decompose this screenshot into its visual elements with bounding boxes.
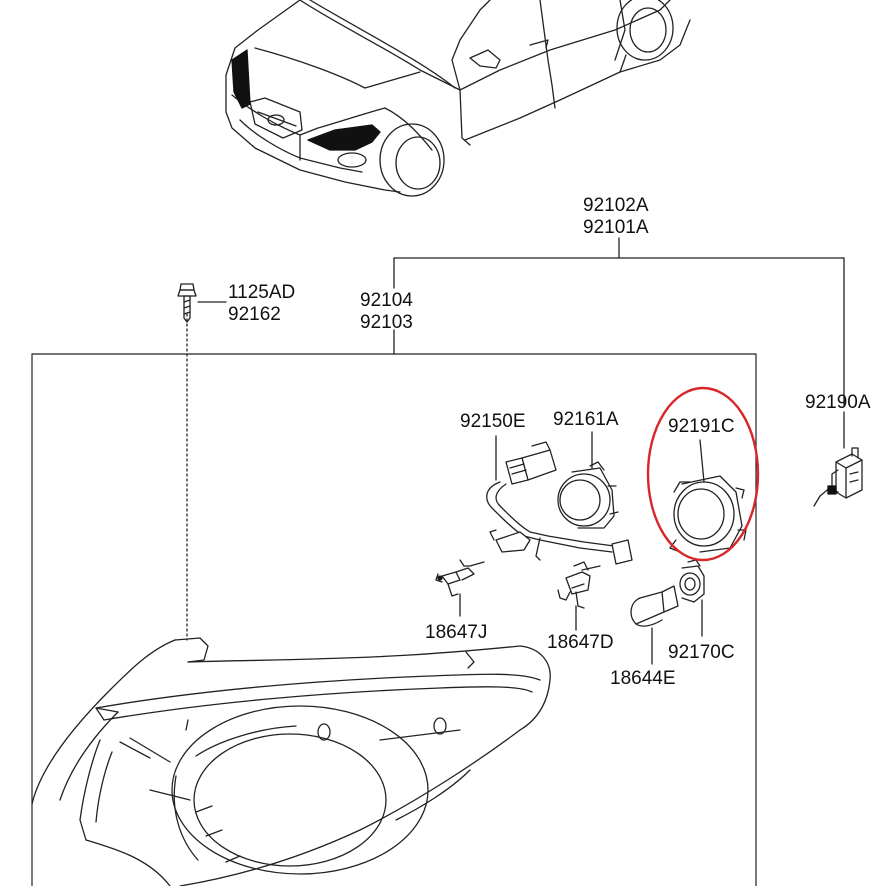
bulb-cap-icon — [557, 461, 619, 529]
housing-frame — [31, 353, 757, 887]
label-socket-cap: 92191C — [668, 416, 735, 437]
car-illustration — [225, 0, 691, 197]
bulb-h-fog-icon — [435, 559, 485, 597]
label-assembly-left: 92101A — [583, 217, 649, 238]
bulb-h-low-icon — [557, 561, 601, 609]
headlamp-assembly — [31, 637, 551, 887]
leader-92191C — [699, 439, 705, 483]
label-screw-b: 92162 — [228, 304, 281, 325]
screw-icon — [177, 283, 197, 323]
highlight-ring — [646, 386, 760, 562]
socket-cap-icon — [669, 475, 747, 553]
label-bulb-small: 18644E — [610, 668, 676, 689]
label-assembly-right: 92102A — [583, 195, 649, 216]
leader-lines — [186, 237, 845, 641]
label-bulb-socket: 92170C — [668, 642, 735, 663]
label-leveling-actuator: 92190A — [805, 392, 871, 413]
bulb-small-icon — [630, 585, 679, 627]
label-wiring-harness: 92150E — [460, 411, 526, 432]
label-bulb-h-fog: 18647J — [425, 622, 488, 643]
wiring-harness-icon — [486, 441, 633, 565]
label-screw-a: 1125AD — [228, 282, 296, 303]
label-bulb-h-low: 18647D — [547, 632, 614, 653]
label-housing-right: 92104 — [360, 290, 413, 311]
label-bulb-cap: 92161A — [553, 409, 619, 430]
leveling-actuator-icon — [813, 447, 863, 507]
bulb-socket-icon — [679, 559, 705, 603]
label-housing-left: 92103 — [360, 312, 413, 333]
